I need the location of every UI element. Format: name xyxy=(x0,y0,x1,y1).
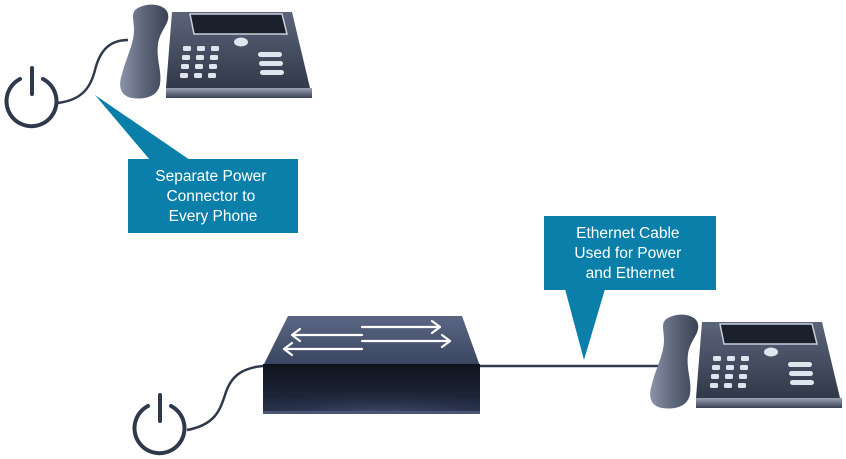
callout-line-1: Separate Power xyxy=(155,168,266,185)
top-power-source xyxy=(4,66,59,129)
power-icon xyxy=(4,66,59,129)
callout-line-3: Every Phone xyxy=(169,208,258,225)
callout-line-2: Used for Power xyxy=(574,245,681,262)
top-power-cord xyxy=(57,38,129,105)
network-switch-icon xyxy=(263,316,480,414)
callout-line-3: and Ethernet xyxy=(586,265,675,282)
callout-line-1: Ethernet Cable xyxy=(576,225,679,242)
bottom-power-cord xyxy=(186,364,264,432)
power-icon xyxy=(132,393,187,456)
bottom-power-source xyxy=(132,393,187,456)
ip-phone-icon xyxy=(120,4,312,99)
callout-ethernet-power: Ethernet Cable Used for Power and Ethern… xyxy=(544,216,716,360)
callout-line-2: Connector to xyxy=(166,188,255,205)
callout-line: Ethernet Cable Used for Power and Ethern… xyxy=(574,225,685,282)
callout-separate-power: Separate Power Connector to Every Phone xyxy=(95,95,298,233)
callout-line: Separate Power Connector to Every Phone xyxy=(155,168,270,225)
ip-phone-icon xyxy=(650,314,842,409)
